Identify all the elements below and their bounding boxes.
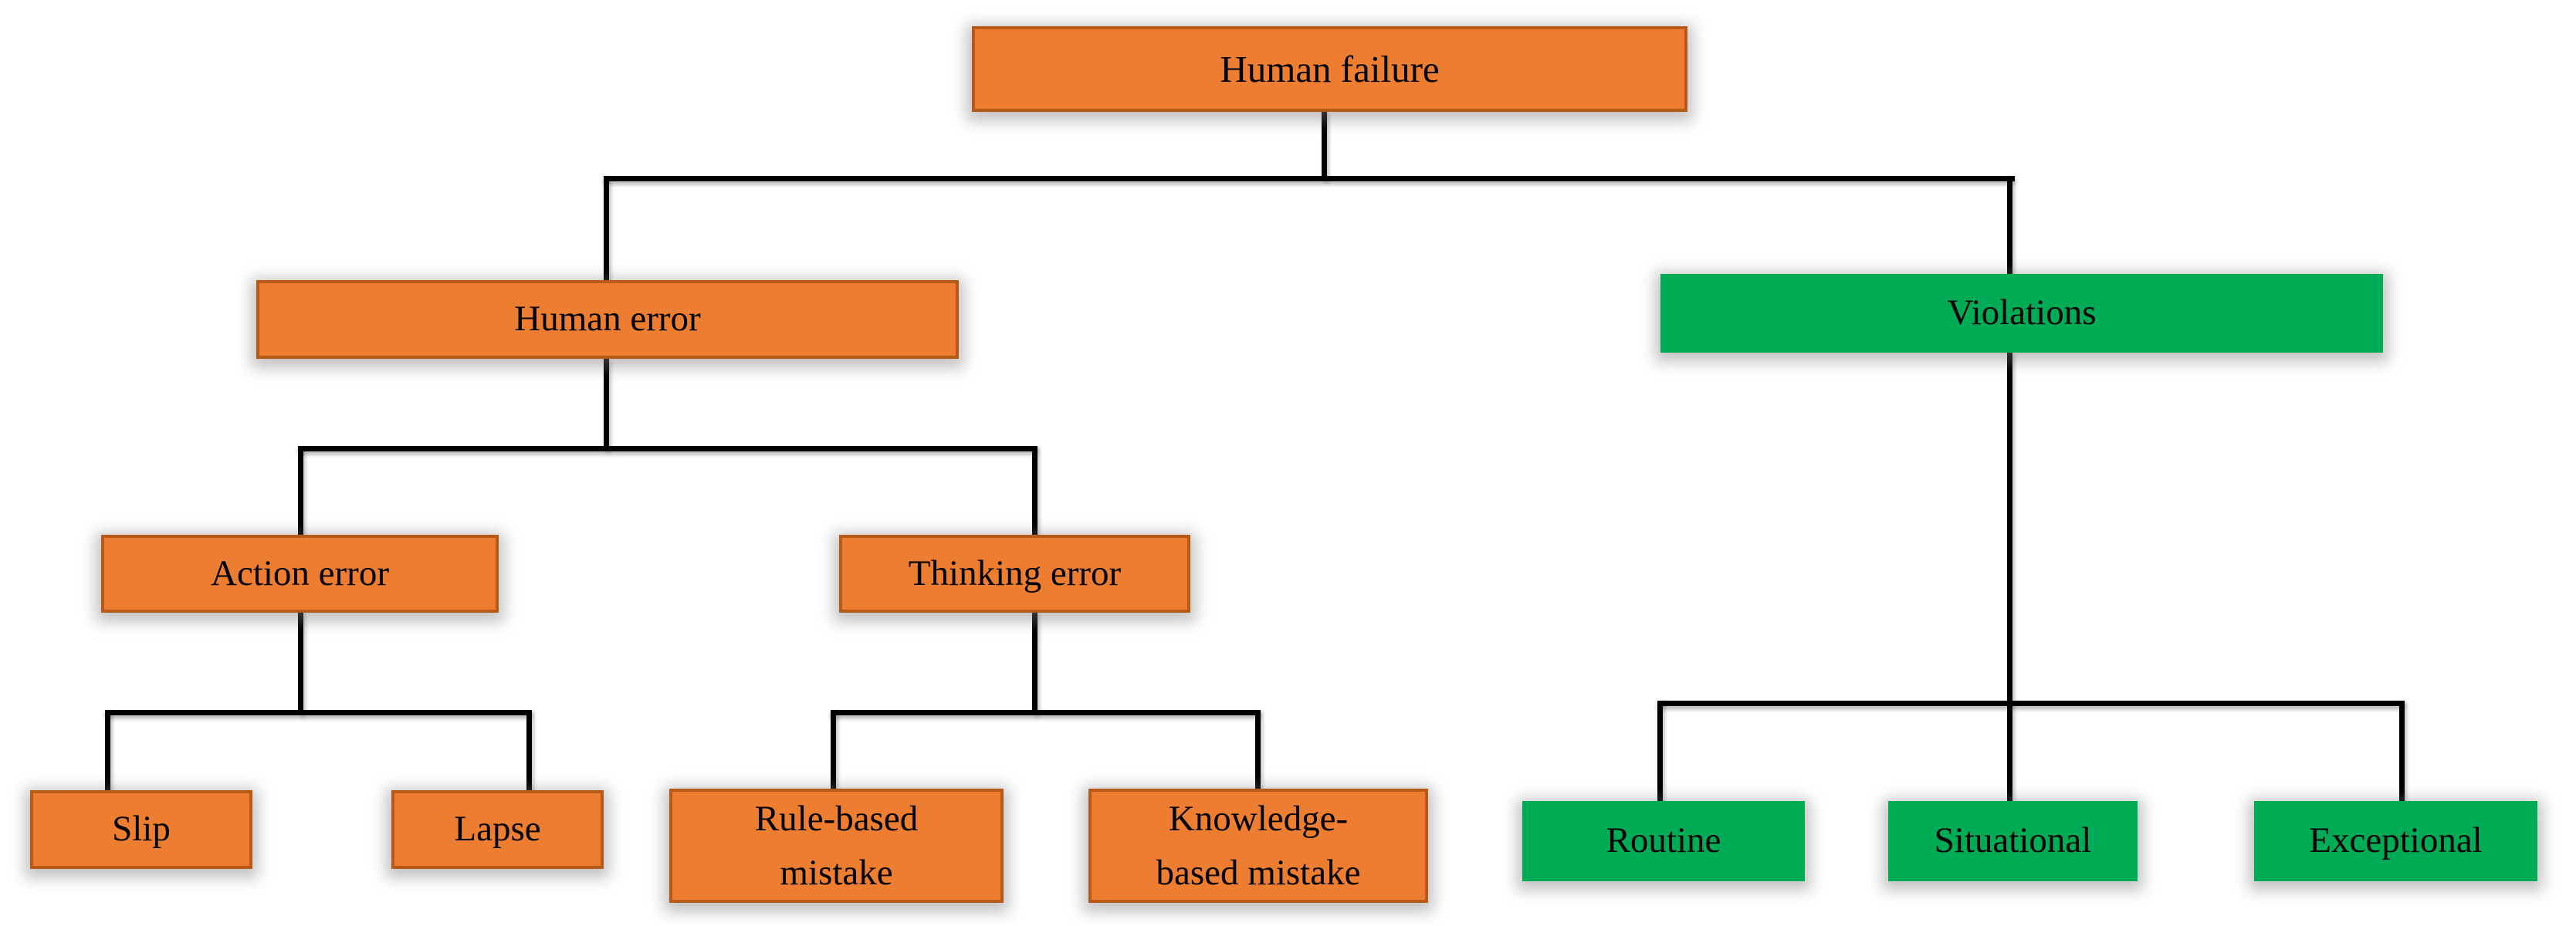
node-thinking-error: Thinking error (839, 535, 1190, 613)
node-situational: Situational (1888, 801, 2138, 881)
node-human-error: Human error (256, 280, 959, 359)
node-knowledge-based-mistake: Knowledge- based mistake (1088, 789, 1428, 903)
node-action-error: Action error (101, 535, 499, 613)
connector-drop-routine (1657, 701, 1663, 805)
connector-drop-exceptional (2399, 701, 2405, 805)
node-slip: Slip (30, 790, 252, 869)
connector-thinking-error-stem (1032, 613, 1038, 715)
node-human-failure: Human failure (972, 26, 1687, 112)
connector-drop-human-error (604, 176, 609, 284)
connector-violations-stem (2007, 353, 2012, 805)
connector-action-error-stem (298, 613, 303, 715)
connector-action-horizontal (105, 710, 532, 715)
connector-human-failure-stem (1322, 112, 1327, 181)
connector-level2-horizontal (298, 446, 1038, 451)
connector-drop-thinking-error (1032, 446, 1038, 539)
node-lapse: Lapse (391, 790, 604, 869)
node-rule-based-mistake: Rule-based mistake (669, 789, 1004, 903)
connector-human-error-stem (604, 359, 609, 451)
node-exceptional: Exceptional (2254, 801, 2537, 881)
connector-level1-horizontal (604, 176, 2015, 181)
connector-drop-lapse (526, 710, 532, 794)
connector-drop-violations (2007, 176, 2012, 278)
connector-drop-knowledge-based (1255, 710, 1261, 793)
node-violations: Violations (1660, 274, 2383, 353)
node-routine: Routine (1522, 801, 1805, 881)
connector-drop-slip (105, 710, 110, 794)
connector-violations-horizontal (1657, 701, 2405, 706)
connector-drop-rule-based (831, 710, 836, 793)
connector-thinking-horizontal (831, 710, 1261, 715)
connector-drop-action-error (298, 446, 303, 539)
